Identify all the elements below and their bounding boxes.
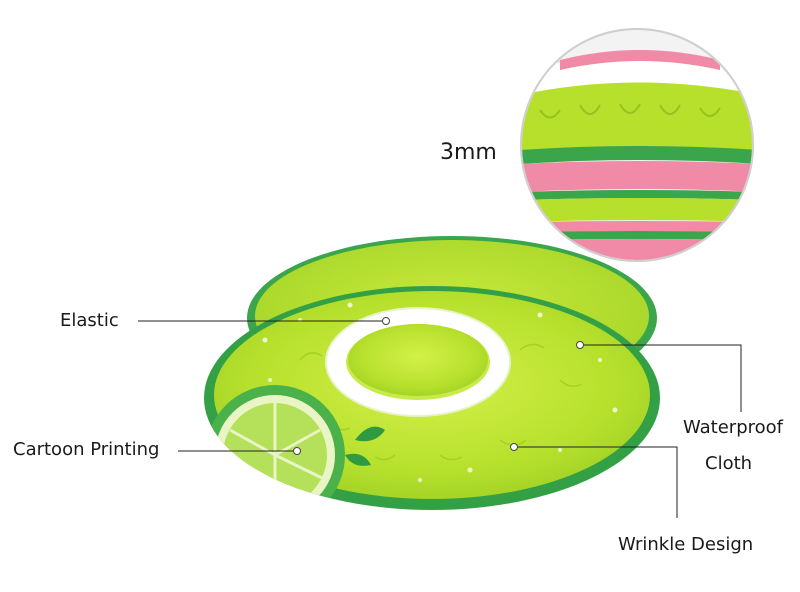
- elastic-label: Elastic: [60, 310, 119, 331]
- front-shower-cap: [204, 286, 660, 510]
- leader-dots: [293, 317, 584, 455]
- waterproof-label: Waterproof: [683, 417, 784, 438]
- leader-lines: [138, 320, 742, 518]
- cartoon-printing-label: Cartoon Printing: [13, 439, 160, 460]
- thickness-label: 3mm: [440, 140, 497, 165]
- cloth-label: Cloth: [705, 453, 753, 474]
- zoom-detail-circle: [520, 28, 754, 262]
- wrinkle-design-label: Wrinkle Design: [618, 534, 754, 555]
